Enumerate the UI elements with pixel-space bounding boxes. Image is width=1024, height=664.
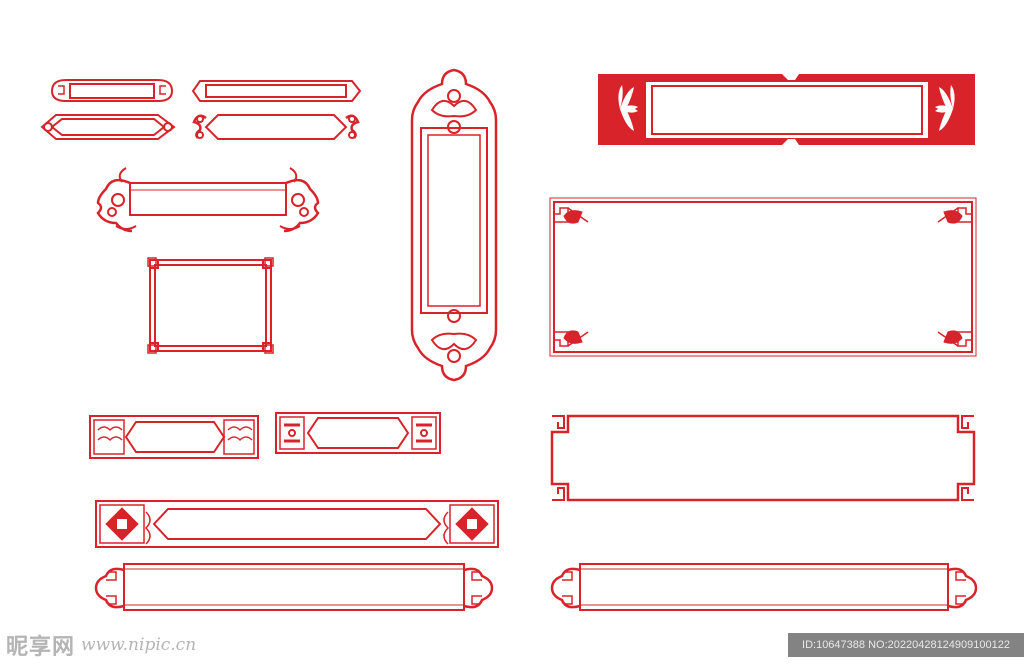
acanthus-banner-frame (96, 167, 320, 233)
tall-vertical-plaque (410, 68, 498, 382)
filled-leaf-panel (598, 74, 975, 145)
corner-fret-rectangle (549, 197, 977, 357)
hexagon-end-banner (275, 412, 441, 454)
medallion-end-long-banner (95, 500, 499, 548)
square-fretwork-frame (147, 257, 274, 354)
small-pointed-frame (40, 114, 176, 140)
small-flat-frame (191, 80, 362, 102)
watermark-logo-text: 昵享网 (6, 635, 76, 660)
cloud-end-long-banner-left (94, 563, 494, 611)
watermark-id-badge: ID:10647388 NO:20220428124909100122 (788, 633, 1024, 657)
watermark-id-text: ID:10647388 NO:20220428124909100122 (802, 639, 1010, 651)
stepped-corner-rectangle (550, 414, 976, 502)
watermark-logo: 昵享网 www.nipic.cn (6, 630, 196, 660)
wave-end-banner (89, 415, 259, 459)
small-rounded-frame (50, 79, 174, 102)
cloud-end-long-banner-right (550, 563, 978, 611)
watermark-url: www.nipic.cn (81, 635, 197, 655)
small-scroll-frame (192, 114, 360, 140)
